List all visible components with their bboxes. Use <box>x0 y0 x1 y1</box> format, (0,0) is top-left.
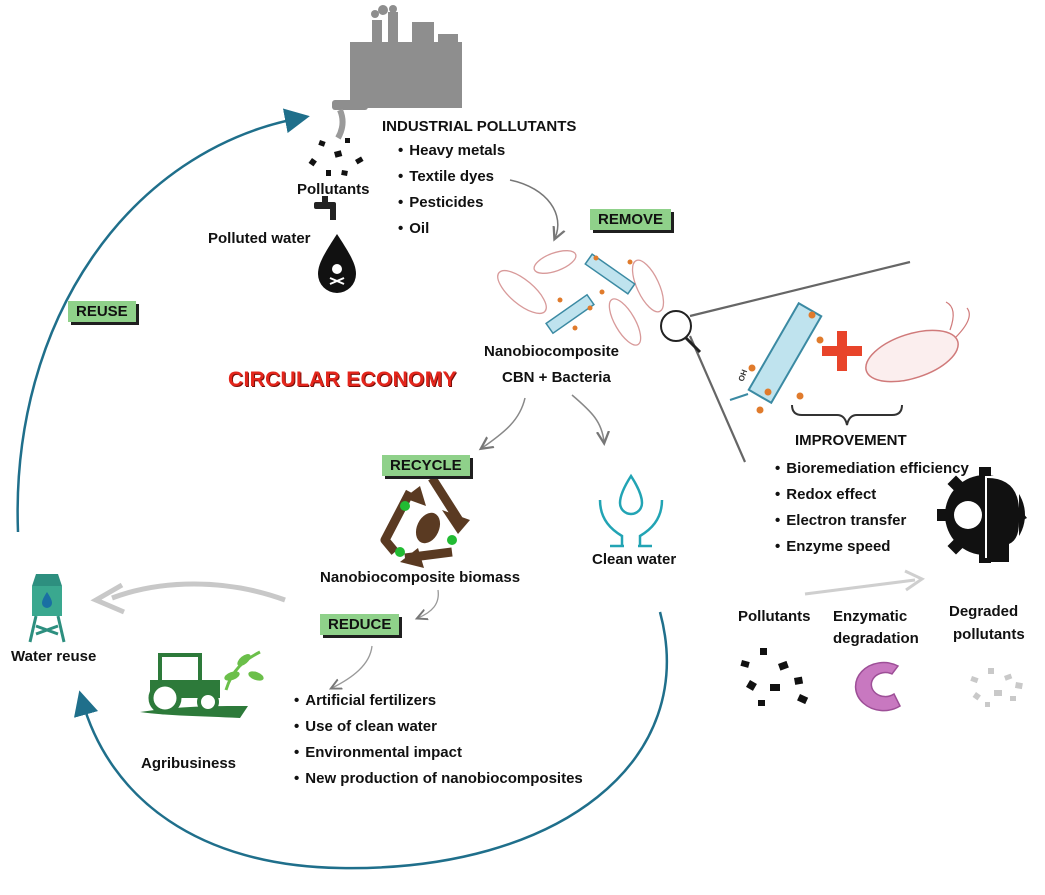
pollutants-degradation-label: Pollutants <box>738 608 811 625</box>
clean-water-label: Clean water <box>592 551 677 568</box>
improvement-title: IMPROVEMENT <box>795 432 907 449</box>
to-clean-water-arrow <box>571 394 604 442</box>
list-item: Artificial fertilizers <box>294 692 583 718</box>
pollutant-particles <box>308 138 364 176</box>
list-item: Electron transfer <box>775 512 969 538</box>
enzyme-icon <box>854 661 901 712</box>
tractor-icon <box>140 650 264 718</box>
list-item: Heavy metals <box>398 142 505 168</box>
clean-water-icon <box>598 473 664 548</box>
return-cycle-arrow <box>74 611 669 870</box>
circular-economy-title: CIRCULAR ECONOMY <box>228 368 457 391</box>
pollutants-to-remove-arrow <box>509 179 558 238</box>
bracket-brace <box>791 404 903 426</box>
list-item: Oil <box>398 220 505 246</box>
plus-icon <box>822 331 862 371</box>
reuse-tag: REUSE <box>68 301 136 322</box>
list-item: Pesticides <box>398 194 505 220</box>
factory-icon <box>332 5 462 140</box>
carbon-nanotube-icon <box>729 301 824 414</box>
reduce-list: Artificial fertilizers Use of clean wate… <box>294 692 583 796</box>
zoom-lines <box>688 260 911 463</box>
polluted-water-label: Polluted water <box>208 230 311 247</box>
degraded-label: Degraded <box>949 603 1019 620</box>
list-item: Enzyme speed <box>775 538 969 564</box>
list-item: Bioremediation efficiency <box>775 460 969 486</box>
to-recycle-arrow <box>482 397 526 448</box>
list-item: New production of nanobiocomposites <box>294 770 583 796</box>
degradation-flow-arrow <box>804 578 916 596</box>
industrial-pollutants-title: INDUSTRIAL POLLUTANTS <box>382 118 577 135</box>
nanobiocomposite-sublabel: CBN + Bacteria <box>502 369 611 386</box>
list-item: Environmental impact <box>294 744 583 770</box>
tap-icon <box>314 196 336 220</box>
biomass-to-reduce-arrow <box>418 589 439 618</box>
reduce-to-list-arrow <box>332 645 373 688</box>
degraded-pollutants-icon <box>970 668 1023 707</box>
list-item: Redox effect <box>775 486 969 512</box>
agribusiness-to-water-arrow <box>111 581 286 603</box>
enzymatic-label: Enzymatic <box>833 608 908 625</box>
list-item: Textile dyes <box>398 168 505 194</box>
recycle-icon <box>380 475 470 568</box>
recycle-tag: RECYCLE <box>382 455 470 476</box>
nanobiocomposite-cluster <box>497 250 665 346</box>
water-reuse-label: Water reuse <box>11 648 97 665</box>
biomass-label: Nanobiocomposite biomass <box>320 569 521 586</box>
remove-tag: REMOVE <box>590 209 672 230</box>
pollutants-label: Pollutants <box>297 181 370 198</box>
industrial-pollutants-list: Heavy metals Textile dyes Pesticides Oil <box>398 142 505 246</box>
nanobiocomposite-label: Nanobiocomposite <box>484 343 620 360</box>
toxic-drop-icon <box>318 234 356 293</box>
bacterium-icon <box>865 301 970 383</box>
black-pollutants-icon <box>740 648 809 706</box>
improvement-list: Bioremediation efficiency Redox effect E… <box>775 460 969 564</box>
degraded-pollutants-label: pollutants <box>953 626 1025 643</box>
reduce-tag: REDUCE <box>320 614 400 635</box>
magnifier-icon <box>660 310 702 354</box>
degradation-label: degradation <box>833 630 919 647</box>
water-tower-icon <box>28 574 66 643</box>
list-item: Use of clean water <box>294 718 583 744</box>
agribusiness-label: Agribusiness <box>141 755 237 772</box>
reuse-cycle-arrow <box>16 108 310 533</box>
